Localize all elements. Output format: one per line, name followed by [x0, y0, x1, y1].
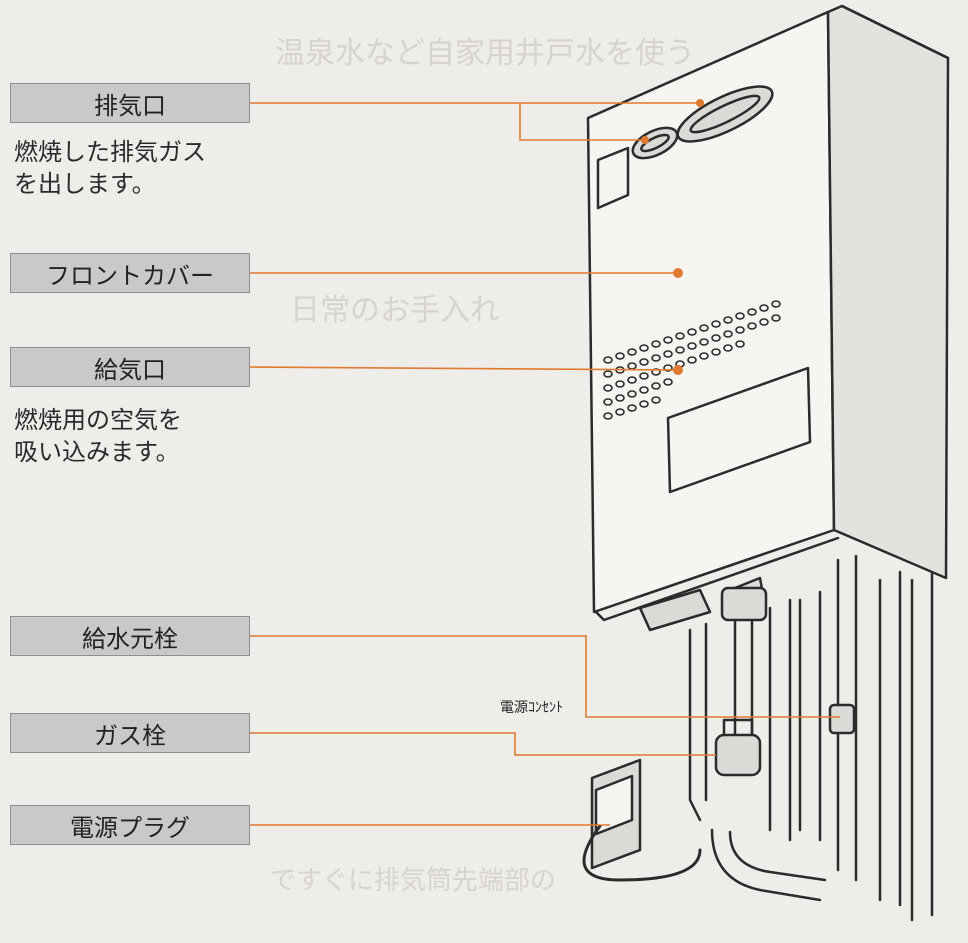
callout-exhaust-label: 排気口	[94, 91, 166, 120]
leader-dots	[641, 99, 704, 375]
leader-water-valve	[250, 635, 840, 718]
callout-water-valve: 給水元栓	[10, 616, 250, 656]
callout-exhaust-description: 燃焼した排気ガス を出します。	[14, 136, 206, 200]
leader-exhaust	[250, 102, 700, 141]
callout-intake-label: 給気口	[94, 355, 166, 384]
callout-front-cover-label: フロントカバー	[46, 261, 214, 290]
callout-gas-valve: ガス栓	[10, 713, 250, 753]
callout-intake: 給気口	[10, 347, 250, 387]
description-line: を出します。	[14, 170, 156, 198]
lower-panel	[666, 366, 812, 494]
power-cord	[582, 824, 702, 882]
bottom-fittings	[638, 588, 712, 632]
callout-power-plug-label: 電源プラグ	[70, 813, 190, 842]
access-panel	[596, 146, 630, 210]
callout-power-plug: 電源プラグ	[10, 805, 250, 845]
callout-gas-valve-label: ガス栓	[94, 721, 166, 750]
callout-intake-description: 燃焼用の空気を 吸い込みます。	[14, 404, 182, 468]
leader-intake	[249, 366, 679, 371]
callout-front-cover: フロントカバー	[10, 253, 250, 293]
leader-gas-valve	[250, 732, 716, 756]
gas-valve-body	[714, 733, 762, 777]
heater-side-panel	[826, 4, 950, 580]
leader-lines	[249, 102, 840, 826]
description-line: 燃焼した排気ガス	[14, 138, 206, 166]
callout-water-valve-label: 給水元栓	[82, 624, 178, 653]
pipe-clamp	[828, 703, 856, 735]
description-line: 吸い込みます。	[14, 438, 180, 466]
gas-pipe	[688, 622, 708, 822]
water-valve	[720, 586, 768, 622]
description-line: 燃焼用の空気を	[14, 406, 182, 434]
power-outlet-label: 電源ｺﾝｾﾝﾄ	[500, 700, 563, 716]
callout-exhaust: 排気口	[10, 83, 250, 123]
